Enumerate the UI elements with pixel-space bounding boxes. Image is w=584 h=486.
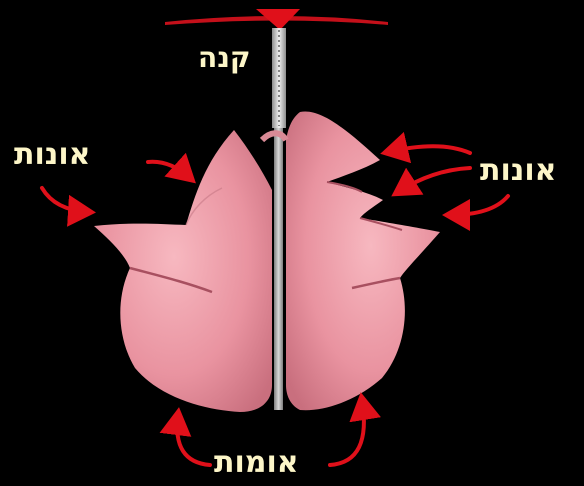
- trachea-label: קנה: [198, 44, 251, 72]
- red-clamp-bar: [165, 9, 388, 30]
- arrow-right-1: [388, 146, 470, 153]
- arrow-right-2: [398, 168, 470, 192]
- arrow-left-upper: [148, 162, 190, 178]
- lobes-label-right: אונות: [480, 156, 557, 186]
- lobes-label-left: אונות: [14, 140, 91, 170]
- arrow-right-3: [450, 196, 508, 215]
- trachea-tube: [272, 28, 286, 410]
- base-label: אומות: [214, 448, 299, 478]
- arrow-left-lower: [42, 188, 88, 212]
- right-lung: [262, 111, 440, 410]
- arrow-bottom-right: [330, 400, 364, 465]
- arrow-bottom-left: [177, 415, 210, 465]
